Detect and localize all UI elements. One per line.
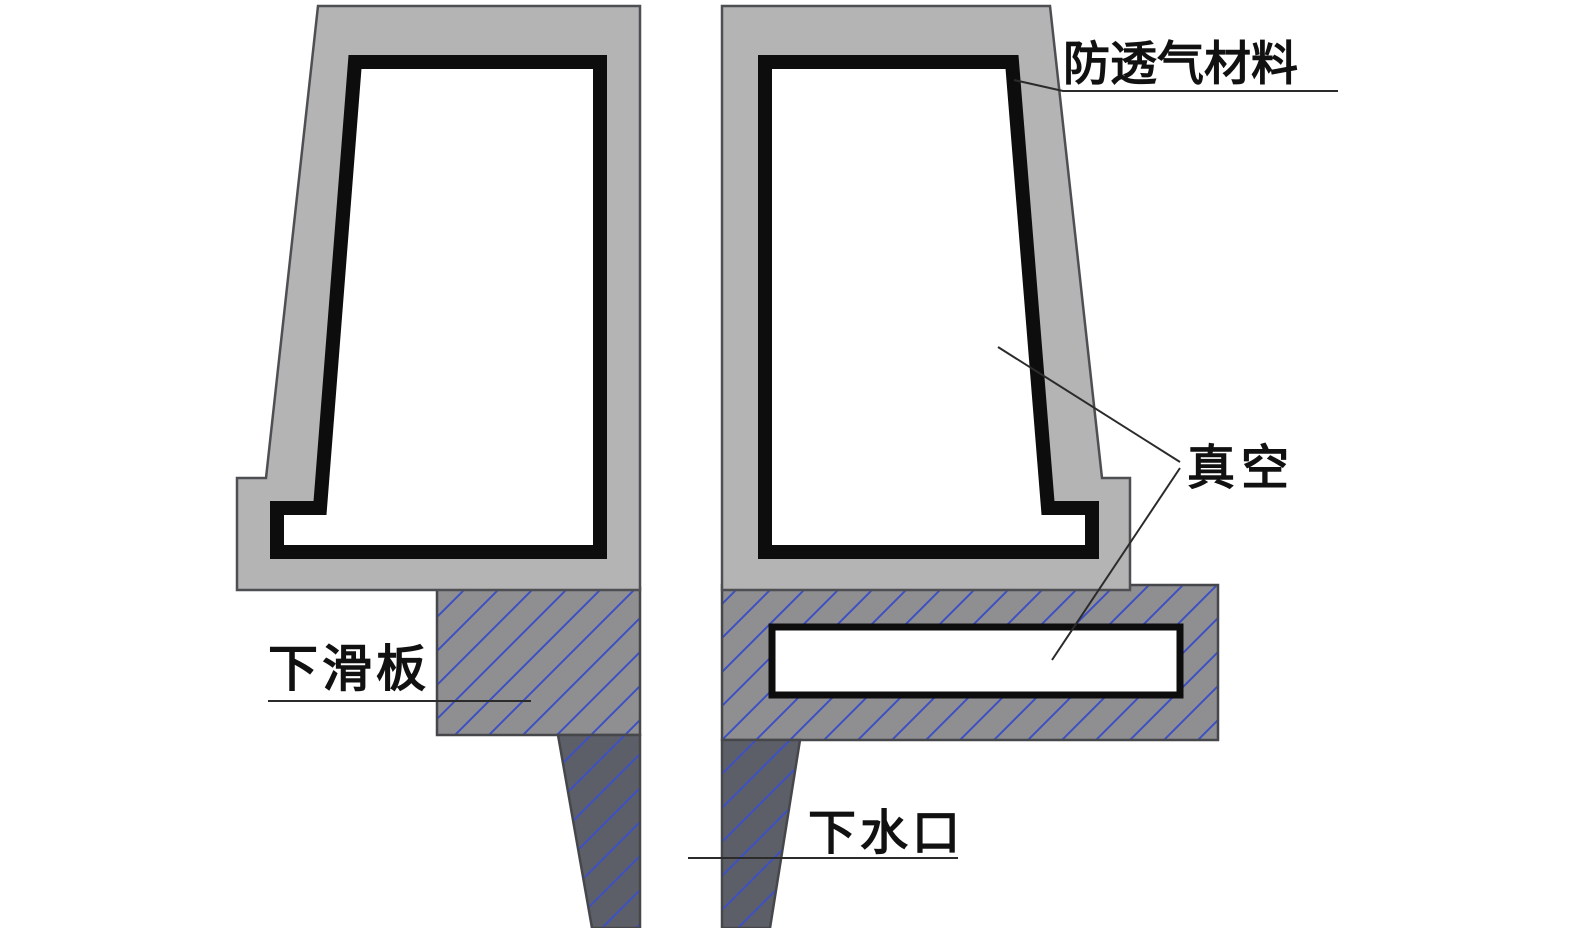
vacuum-label: 真空 <box>1187 442 1295 495</box>
slide-plate-label: 下滑板 <box>268 641 430 697</box>
right-mold-cavity-lining <box>758 55 1099 559</box>
left-drain-funnel <box>556 733 642 928</box>
outlet-label: 下水口 <box>808 807 964 860</box>
left-mold-cavity-lining <box>270 55 607 559</box>
vacuum-leader-lower <box>1051 467 1181 661</box>
vacuum-slot <box>768 623 1184 699</box>
right-drain-funnel <box>720 738 802 928</box>
left-slide-plate-block <box>435 586 642 737</box>
material-label: 防透气材料 <box>1063 39 1298 91</box>
material-leader-line <box>1013 79 1338 92</box>
vacuum-leader-upper <box>997 346 1181 463</box>
